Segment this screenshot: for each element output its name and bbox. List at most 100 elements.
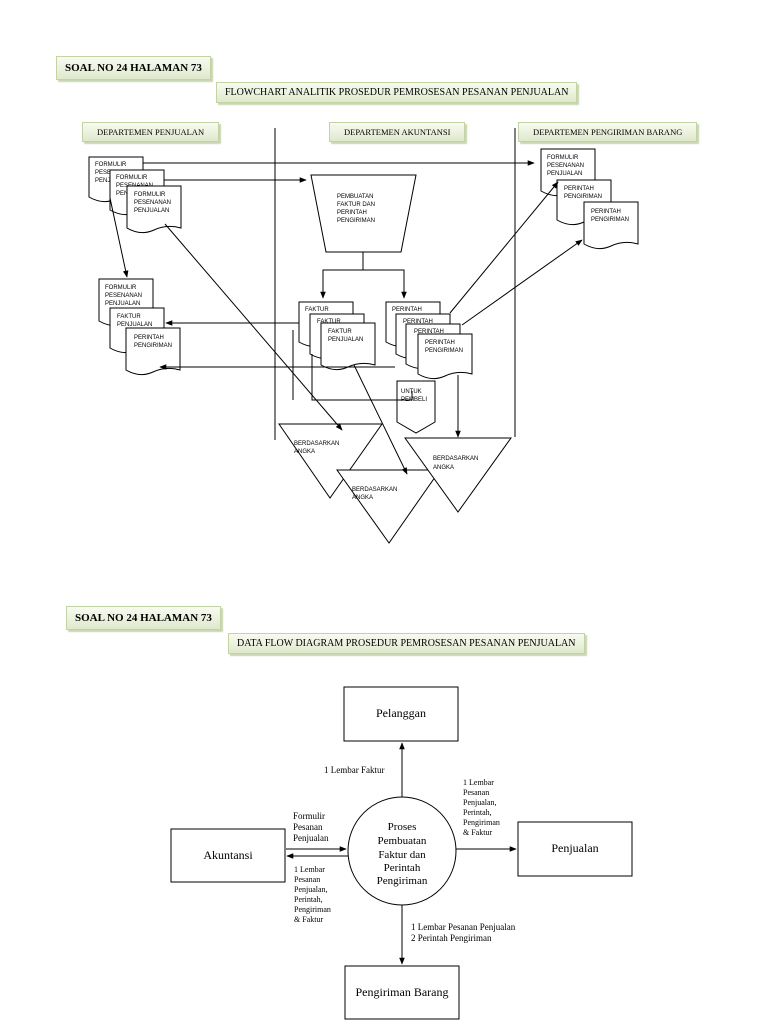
svg-text:Pesanan: Pesanan (293, 822, 323, 832)
svg-text:BERDASARKAN: BERDASARKAN (294, 441, 339, 447)
svg-text:Penjualan: Penjualan (293, 833, 329, 843)
svg-text:ANGKA: ANGKA (294, 449, 315, 455)
svg-text:PERINTAH: PERINTAH (337, 210, 367, 216)
flow-process-to-perintah (363, 269, 407, 299)
dept-penjualan-header: DEPARTEMEN PENJUALAN (82, 122, 220, 142)
svg-text:ANGKA: ANGKA (352, 495, 373, 501)
svg-text:FAKTUR: FAKTUR (117, 314, 141, 320)
flowchart-title: FLOWCHART ANALITIK PROSEDUR PEMROSESAN P… (216, 82, 578, 103)
svg-text:PERINTAH: PERINTAH (414, 329, 444, 335)
dfd-title: DATA FLOW DIAGRAM PROSEDUR PEMROSESAN PE… (228, 633, 585, 654)
svg-text:Pesanan: Pesanan (294, 875, 320, 884)
svg-text:1 Lembar: 1 Lembar (294, 865, 325, 874)
svg-text:PENGIRIMAN: PENGIRIMAN (134, 343, 172, 349)
flow-to-arsip-penjualan (109, 197, 129, 278)
svg-text:Pengiriman: Pengiriman (377, 875, 428, 887)
svg-text:PENGIRIMAN: PENGIRIMAN (591, 217, 629, 223)
svg-text:1 Lembar Faktur: 1 Lembar Faktur (324, 765, 384, 775)
svg-text:Penjualan,: Penjualan, (463, 798, 497, 807)
soal-label-1: SOAL NO 24 HALAMAN 73 (56, 56, 211, 80)
dfd-label-to-pengiriman: 1 Lembar Pesanan Penjualan 2 Perintah Pe… (411, 922, 516, 943)
svg-text:Pengiriman: Pengiriman (294, 905, 331, 914)
svg-text:PENGIRIMAN: PENGIRIMAN (425, 348, 463, 354)
svg-text:FAKTUR DAN: FAKTUR DAN (337, 202, 375, 208)
svg-text:1 Lembar: 1 Lembar (463, 778, 494, 787)
svg-text:PENJUALAN: PENJUALAN (134, 208, 169, 214)
dept-akuntansi-header: DEPARTEMEN AKUNTANSI (329, 122, 466, 142)
svg-text:Pengiriman Barang: Pengiriman Barang (356, 985, 449, 999)
svg-text:Pembuatan: Pembuatan (378, 835, 427, 847)
svg-text:PEMBELI: PEMBELI (401, 397, 427, 403)
svg-text:Pesanan: Pesanan (463, 788, 489, 797)
svg-text:PERINTAH: PERINTAH (134, 335, 164, 341)
svg-text:& Faktur: & Faktur (294, 915, 323, 924)
process-pembuatan-faktur: PEMBUATAN FAKTUR DAN PERINTAH PENGIRIMAN (310, 174, 417, 253)
svg-text:Pelanggan: Pelanggan (376, 706, 426, 720)
soal-label-2: SOAL NO 24 HALAMAN 73 (66, 606, 221, 630)
svg-text:PEMBUATAN: PEMBUATAN (337, 194, 373, 200)
file-akuntansi: BERDASARKAN ANGKA (336, 469, 441, 544)
svg-text:PENJUALAN: PENJUALAN (547, 171, 582, 177)
svg-text:PESENANAN: PESENANAN (134, 200, 171, 206)
flow-process-to-faktur (320, 252, 364, 299)
svg-text:Akuntansi: Akuntansi (203, 848, 253, 862)
file-penjualan: BERDASARKAN ANGKA (278, 423, 383, 499)
svg-text:& Faktur: & Faktur (463, 828, 492, 837)
svg-text:PERINTAH: PERINTAH (425, 340, 455, 346)
svg-text:Penjualan,: Penjualan, (294, 885, 328, 894)
flow-perintah-to-pengiriman-2 (461, 239, 583, 326)
svg-text:PENGIRIMAN: PENGIRIMAN (337, 218, 375, 224)
svg-text:FAKTUR: FAKTUR (317, 319, 341, 325)
dfd-entity-penjualan: Penjualan (517, 821, 633, 877)
doc-pengiriman-perintah-2: PERINTAH PENGIRIMAN (583, 201, 639, 250)
svg-text:UNTUK: UNTUK (401, 389, 422, 395)
doc-formulir-pesanan-3: FORMULIR PESENANAN PENJUALAN (126, 185, 182, 234)
svg-text:PENJUALAN: PENJUALAN (117, 322, 152, 328)
svg-text:FAKTUR: FAKTUR (305, 307, 329, 313)
svg-text:PESENANAN: PESENANAN (547, 163, 584, 169)
flow-faktur-to-file (353, 364, 408, 475)
svg-text:Pengiriman: Pengiriman (463, 818, 500, 827)
dept-pengiriman-header: DEPARTEMEN PENGIRIMAN BARANG (518, 122, 698, 142)
doc-faktur-penjualan: FAKTUR PENJUALAN (320, 322, 376, 371)
file-pengiriman: BERDASARKAN ANGKA (404, 437, 512, 513)
dfd-entity-pengiriman-barang: Pengiriman Barang (344, 965, 460, 1020)
svg-text:Perintah,: Perintah, (463, 808, 492, 817)
dfd-process: Proses Pembuatan Faktur dan Perintah Pen… (347, 796, 457, 906)
svg-text:PENJUALAN: PENJUALAN (105, 301, 140, 307)
dfd-label-to-akuntansi: 1 Lembar Pesanan Penjualan, Perintah, Pe… (294, 865, 331, 924)
svg-text:Proses: Proses (388, 821, 417, 833)
svg-text:ANGKA: ANGKA (433, 465, 454, 471)
svg-text:PESENANAN: PESENANAN (105, 293, 142, 299)
svg-text:PERINTAH: PERINTAH (403, 319, 433, 325)
svg-text:FORMULIR: FORMULIR (116, 175, 148, 181)
flow-perintah-to-pengiriman-1 (449, 181, 559, 314)
dfd-entity-akuntansi: Akuntansi (170, 828, 286, 883)
doc-arsip-perintah-pengiriman: PERINTAH PENGIRIMAN (125, 327, 181, 376)
svg-text:FAKTUR: FAKTUR (328, 329, 352, 335)
svg-text:BERDASARKAN: BERDASARKAN (352, 487, 397, 493)
svg-text:FORMULIR: FORMULIR (95, 162, 127, 168)
svg-text:PENGIRIMAN: PENGIRIMAN (564, 194, 602, 200)
svg-text:2 Perintah Pengiriman: 2 Perintah Pengiriman (411, 933, 492, 943)
svg-text:PERINTAH: PERINTAH (392, 307, 422, 313)
svg-text:Perintah,: Perintah, (294, 895, 323, 904)
svg-text:1 Lembar Pesanan Penjualan: 1 Lembar Pesanan Penjualan (411, 922, 516, 932)
svg-text:BERDASARKAN: BERDASARKAN (433, 456, 478, 462)
svg-text:PENJUALAN: PENJUALAN (328, 337, 363, 343)
svg-text:PERINTAH: PERINTAH (591, 209, 621, 215)
svg-text:FORMULIR: FORMULIR (547, 155, 579, 161)
dfd-label-to-pelanggan: 1 Lembar Faktur (324, 765, 384, 775)
svg-text:Penjualan: Penjualan (551, 841, 598, 855)
svg-text:PERINTAH: PERINTAH (564, 186, 594, 192)
svg-text:Faktur dan: Faktur dan (378, 849, 426, 861)
flow-faktur-to-pembeli (311, 354, 413, 401)
dfd-entity-pelanggan: Pelanggan (343, 686, 459, 742)
dfd-label-from-akuntansi: Formulir Pesanan Penjualan (293, 811, 329, 843)
connector-untuk-pembeli: UNTUK PEMBELI (396, 380, 436, 434)
svg-text:FORMULIR: FORMULIR (134, 192, 166, 198)
dfd-label-to-penjualan: 1 Lembar Pesanan Penjualan, Perintah, Pe… (463, 778, 500, 837)
doc-perintah-pengiriman: PERINTAH PENGIRIMAN (417, 333, 473, 380)
svg-text:FORMULIR: FORMULIR (105, 285, 137, 291)
